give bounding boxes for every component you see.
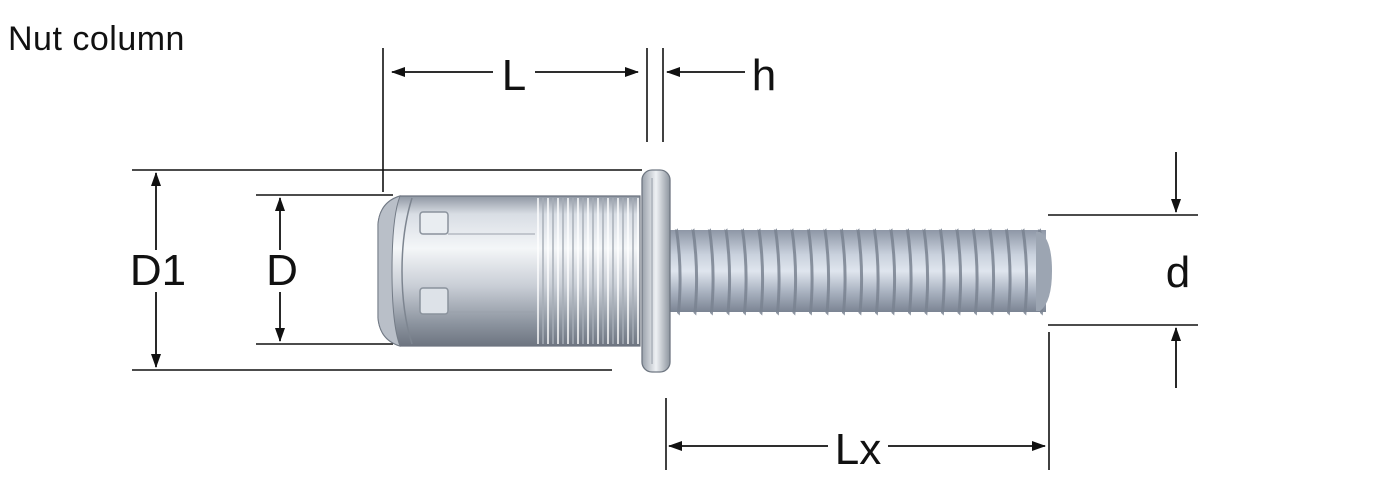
threaded-stud: [668, 222, 1052, 320]
nut-body: [377, 195, 641, 347]
page-title: Nut column: [8, 20, 185, 58]
label-d: D: [266, 246, 298, 295]
dimension-lines: [151, 67, 1181, 451]
label-lx: Lx: [835, 425, 881, 474]
label-d1: D1: [130, 246, 186, 295]
label-h: h: [752, 51, 776, 100]
label-d-small: d: [1166, 248, 1190, 297]
label-l: L: [502, 51, 526, 100]
extension-lines: [132, 48, 1198, 470]
nut-flange: [641, 169, 671, 373]
